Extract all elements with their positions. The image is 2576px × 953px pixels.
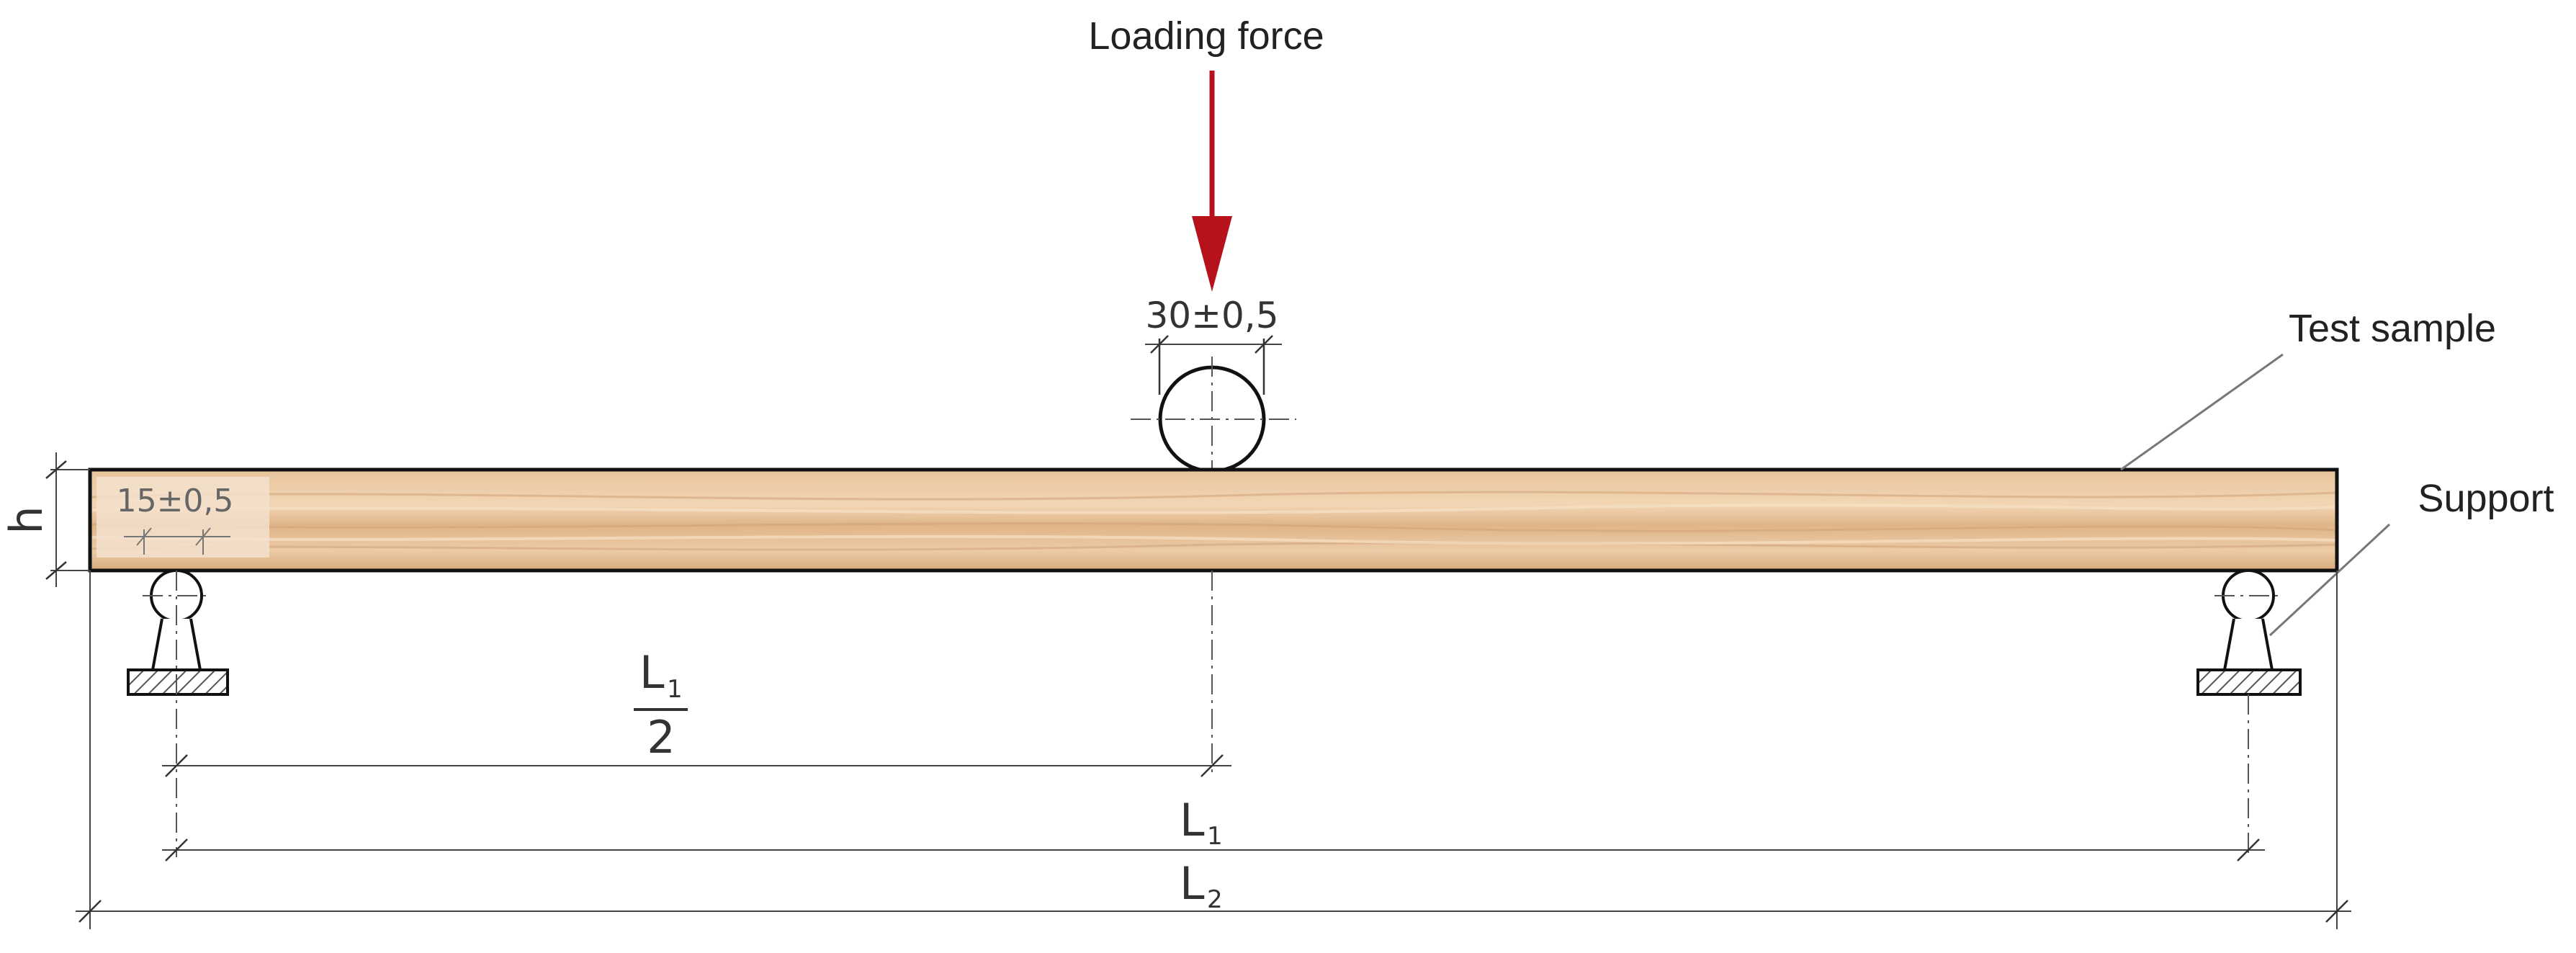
half-span-main: L — [639, 646, 665, 699]
test-sample-label: Test sample — [2289, 307, 2496, 350]
loading-force-label: Loading force — [1088, 14, 1324, 58]
length-dimension: L 2 — [76, 571, 2351, 929]
roller-support-icon — [127, 569, 229, 857]
height-label: h — [0, 506, 53, 534]
half-span-sub: 1 — [667, 675, 683, 704]
support-label: Support — [2418, 477, 2554, 520]
roller-support-icon — [2196, 569, 2302, 857]
half-span-dimension: L 1 2 — [162, 646, 1231, 777]
span-dimension: L 1 — [162, 794, 2265, 862]
down-arrow-icon — [1192, 71, 1232, 292]
circle-roller-icon — [1131, 357, 1296, 479]
test-sample-beam — [88, 467, 2339, 573]
length-main: L — [1180, 857, 1205, 910]
length-sub: 2 — [1207, 885, 1223, 914]
span-sub: 1 — [1207, 822, 1223, 851]
height-dimension: h — [0, 452, 90, 587]
span-main: L — [1180, 794, 1205, 846]
support-diameter-label: 15±0,5 — [117, 483, 234, 519]
support-leader — [2268, 523, 2391, 637]
roller-diameter-dimension: 30±0,5 — [1145, 295, 1282, 395]
roller-diameter-label: 30±0,5 — [1145, 295, 1278, 336]
support-diameter-dimension: 15±0,5 — [97, 477, 269, 558]
half-span-den: 2 — [647, 711, 675, 764]
test-sample-leader — [2120, 353, 2284, 471]
